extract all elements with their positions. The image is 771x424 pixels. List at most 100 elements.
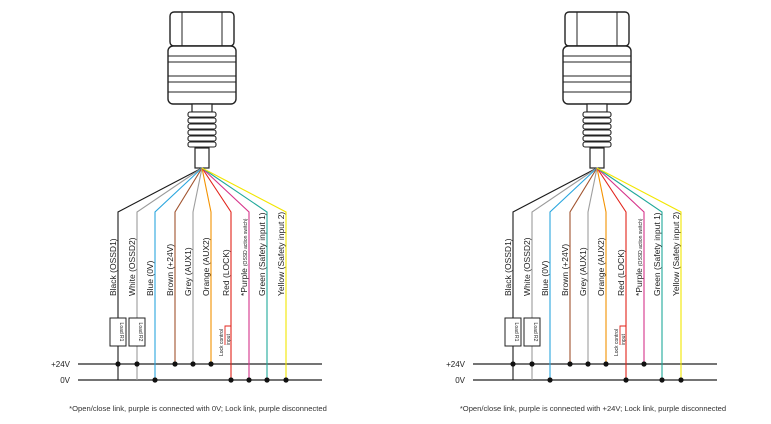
- load-resistor-box: [109, 317, 127, 347]
- wire-label-orange: Orange (AUX2): [596, 237, 606, 296]
- wire-purple-upper: [596, 167, 645, 300]
- load-resistor-box: [523, 317, 541, 347]
- junction-dot: [115, 361, 121, 367]
- wire-label-purple: *Purple(OSSD action switch): [634, 218, 644, 296]
- wire-white-upper: [136, 167, 203, 300]
- wire-purple-upper: [201, 167, 250, 300]
- wire-label-red: Red (LOCK): [616, 249, 626, 296]
- wire-brown-upper: [569, 167, 598, 300]
- rail-label-plus24v: +24V: [446, 360, 466, 369]
- wire-green-upper: [201, 167, 268, 300]
- lock-note-leader: [619, 325, 626, 345]
- junction-dot: [659, 377, 665, 383]
- wire-blue: Blue (0V): [145, 167, 203, 383]
- gland-ring: [187, 123, 217, 130]
- junction-dot: [529, 361, 535, 367]
- wire-sublabel-purple: (OSSD action switch): [243, 218, 249, 266]
- load-label-2: Load R2: [137, 323, 143, 342]
- load-resistor-icon: Load R2: [128, 317, 146, 347]
- gland-ring: [187, 141, 217, 148]
- sensor-body: [167, 45, 237, 105]
- lock-note-line-1: Lock control: [219, 329, 225, 356]
- gland-ring: [582, 117, 612, 124]
- gland-ring: [582, 111, 612, 118]
- junction-dot: [585, 361, 591, 367]
- wire-label-purple: *Purple(OSSD action switch): [239, 218, 249, 296]
- gland-ring: [582, 135, 612, 142]
- wire-label-green: Green (Safety input 1): [257, 212, 267, 296]
- wire-red-upper: [201, 167, 232, 300]
- wire-yellow: Yellow (Safety input 2): [201, 167, 289, 383]
- wire-green-upper: [596, 167, 663, 300]
- junction-dot: [678, 377, 684, 383]
- wire-label-yellow: Yellow (Safety input 2): [671, 212, 681, 296]
- wire-grey: Grey (AUX1): [183, 167, 203, 367]
- wire-grey-upper: [192, 167, 203, 300]
- wire-red: Red (LOCK): [596, 167, 629, 383]
- wire-label-blue: Blue (0V): [145, 260, 155, 296]
- wire-yellow-upper: [596, 167, 682, 300]
- wire-orange: Orange (AUX2): [201, 167, 214, 367]
- wire-grey: Grey (AUX1): [578, 167, 598, 367]
- wire-blue-upper: [154, 167, 203, 300]
- caption-1: *Open/close link, purple is connected wi…: [69, 404, 327, 413]
- wire-brown-upper: [174, 167, 203, 300]
- load-resistor-box: [128, 317, 146, 347]
- sensor-body: [562, 45, 632, 105]
- sensor-head: [169, 11, 235, 47]
- load-resistor-icon: Load R1: [504, 317, 522, 347]
- wire-orange: Orange (AUX2): [596, 167, 609, 367]
- wire-brown: Brown (+24V): [560, 167, 598, 367]
- wire-label-orange: Orange (AUX2): [201, 237, 211, 296]
- wire-label-white: White (OSSD2): [522, 237, 532, 296]
- wire-red: Red (LOCK): [201, 167, 234, 383]
- wire-black-upper: [117, 167, 203, 300]
- load-resistor-box: [504, 317, 522, 347]
- junction-dot: [264, 377, 270, 383]
- junction-dot: [623, 377, 629, 383]
- junction-dot: [228, 377, 234, 383]
- wire-white-upper: [531, 167, 598, 300]
- gland-ring: [187, 111, 217, 118]
- rail-label-0v: 0V: [455, 376, 465, 385]
- wire-blue: Blue (0V): [540, 167, 598, 383]
- cable-gland: [586, 103, 608, 113]
- wire-label-yellow: Yellow (Safety input 2): [276, 212, 286, 296]
- wire-purple: *Purple(OSSD action switch): [201, 167, 252, 383]
- lock-note-line-2: input: [226, 334, 232, 345]
- wire-label-red: Red (LOCK): [221, 249, 231, 296]
- lock-note-line-2: input: [621, 334, 627, 345]
- wire-label-brown: Brown (+24V): [165, 244, 175, 296]
- gland-ring: [187, 135, 217, 142]
- load-resistor-icon: Load R2: [523, 317, 541, 347]
- cable-neck: [589, 147, 605, 169]
- wire-label-grey: Grey (AUX1): [183, 247, 193, 296]
- load-label-2: Load R2: [532, 323, 538, 342]
- gland-ring: [187, 117, 217, 124]
- junction-dot: [283, 377, 289, 383]
- wire-green: Green (Safety input 1): [596, 167, 665, 383]
- lock-note-leader: [224, 325, 231, 345]
- wire-red-upper: [596, 167, 627, 300]
- wire-purple: *Purple(OSSD action switch): [596, 167, 647, 367]
- wire-label-black: Black (OSSD1): [108, 238, 118, 296]
- wire-grey-upper: [587, 167, 598, 300]
- wire-label-blue: Blue (0V): [540, 260, 550, 296]
- wire-green: Green (Safety input 1): [201, 167, 270, 383]
- wire-brown: Brown (+24V): [165, 167, 203, 367]
- sensor-device-icon: [562, 11, 632, 169]
- wire-label-green: Green (Safety input 1): [652, 212, 662, 296]
- junction-dot: [134, 361, 140, 367]
- gland-ring: [582, 141, 612, 148]
- junction-dot: [246, 377, 252, 383]
- load-label-1: Load R1: [118, 323, 124, 342]
- junction-dot: [152, 377, 158, 383]
- cable-neck: [194, 147, 210, 169]
- junction-dot: [567, 361, 573, 367]
- lock-note-line-1: Lock control: [614, 329, 620, 356]
- wire-yellow: Yellow (Safety input 2): [596, 167, 684, 383]
- rail-label-plus24v: +24V: [51, 360, 71, 369]
